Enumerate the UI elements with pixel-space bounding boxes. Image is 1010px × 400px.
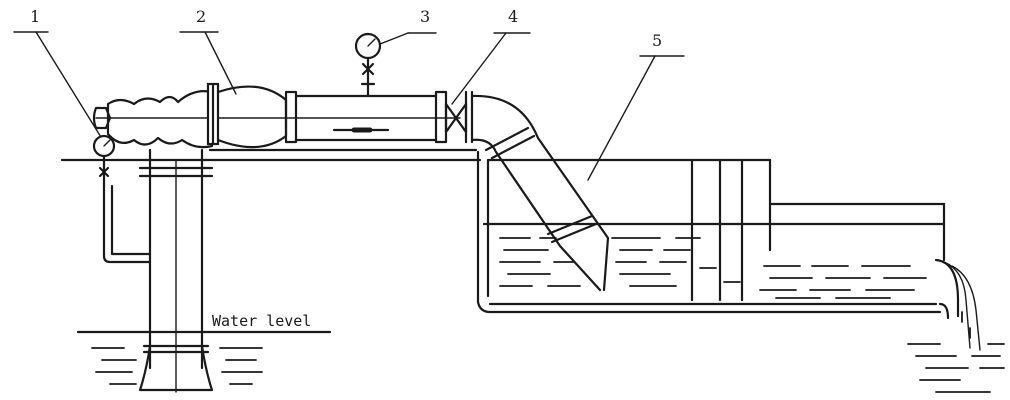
outlet-elbow bbox=[470, 94, 610, 292]
discharge-pipe bbox=[284, 90, 448, 144]
label-3: 3 bbox=[420, 7, 430, 26]
label-4: 4 bbox=[508, 7, 518, 26]
receiving-water bbox=[907, 343, 1005, 393]
water-level-label: Water level bbox=[212, 312, 311, 330]
suction-pipe bbox=[138, 148, 214, 393]
callout-1: 1 bbox=[13, 7, 105, 143]
source-water: Water level bbox=[76, 312, 332, 385]
pump-volute bbox=[206, 82, 288, 149]
label-5: 5 bbox=[652, 31, 662, 50]
pump-unit bbox=[92, 90, 461, 149]
callout-2: 2 bbox=[179, 7, 237, 95]
callout-4: 4 bbox=[451, 7, 531, 105]
pressure-gauge bbox=[354, 32, 382, 98]
ground-line bbox=[60, 148, 482, 162]
outflow-stream bbox=[943, 261, 981, 351]
label-1: 1 bbox=[30, 7, 40, 26]
vacuum-gauge bbox=[92, 134, 152, 264]
label-2: 2 bbox=[196, 7, 206, 26]
measuring-tank bbox=[476, 150, 960, 320]
gate-valve bbox=[444, 90, 474, 144]
tank-water bbox=[499, 237, 927, 299]
callout-3: 3 bbox=[379, 7, 437, 45]
callout-5: 5 bbox=[587, 31, 685, 181]
